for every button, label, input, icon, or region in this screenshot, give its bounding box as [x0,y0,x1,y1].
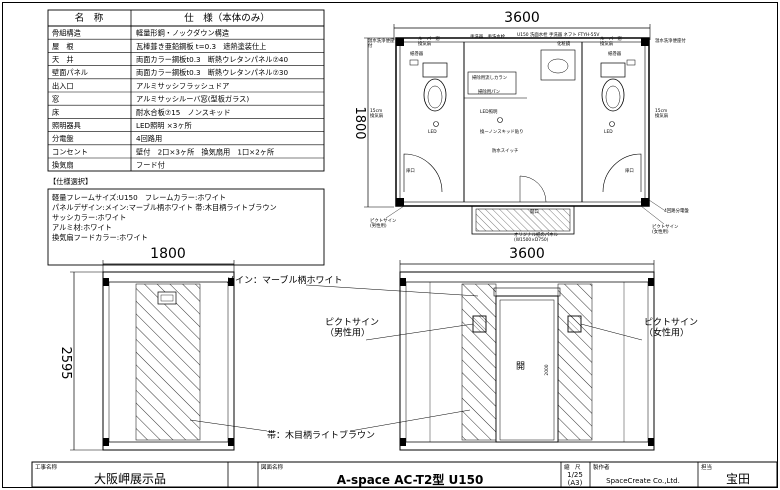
plan-label-top-center-c: 化粧鏡 [557,40,571,47]
spec-row-spec: 耐水合板⑦15 ノンスキッド [136,108,231,117]
spec-row-spec: アルミサッシルーバ窓(型板ガラス) [136,95,249,104]
selection-line: サッシカラー:ホワイト [52,213,126,222]
selection-lines: 軽量フレームサイズ:U150 フレームカラー:ホワイトパネルデザイン:メイン:マ… [52,193,277,242]
tb-company-value: SpaceCreate Co.,Ltd. [606,477,680,485]
plan-width-dim: 3600 [504,10,540,26]
spec-row-spec: 両面カラー鋼板t0.3 断熱ウレタンパネル⑦30 [136,68,288,77]
front-elevation: 3600 開 2000 メイン：マーブル柄ホワイト 帯：木目柄ライトブラウン ピ… [189,246,698,451]
plan-label-panel-board: 4回路分電盤 [664,207,689,214]
spec-row-name: 壁面パネル [52,68,88,77]
plan-view: 3600 1800 [352,10,689,243]
plan-depth-dim: 1800 [352,106,367,139]
plan-label-led-right: LED [604,129,613,135]
selection-title: 【仕様選択】 [49,177,92,186]
spec-row-spec: LED照明 ×3ヶ所 [136,121,192,130]
spec-row-name: 出入口 [52,81,74,90]
plan-label-water-fitting-left: 温水洗浄便座付 [368,37,395,49]
front-width-dim: 3600 [509,246,545,262]
spec-row-name: コンセント [52,147,88,156]
plan-label-paper-left: 紙巻器 [410,50,424,57]
plan-label-led-center: LED照明 [480,109,498,115]
title-block: 工事名称 大阪岬展示品 図面名称 A-space AC-T2型 U150 縮 尺… [31,461,778,488]
toilet-left-icon [422,62,448,112]
front-main-callout: メイン：マーブル柄ホワイト [226,274,342,286]
plan-label-louver-left: ルーバー窓換気扇 [418,35,441,47]
spec-row-name: 換気扇 [52,161,74,170]
plan-label-louver-right: ルーバー窓換気扇 [600,35,623,47]
spec-row-name: 骨組構造 [52,29,81,38]
spec-row-spec: 4回路用 [136,134,162,143]
plan-label-open: 開口 [530,209,539,215]
front-pict-female: ピクトサイン（女性用） [644,317,698,338]
front-door-height: 2000 [544,364,550,375]
spec-row-spec: 瓦棒葺き亜鉛鋼板 t=0.3 遮熱塗装仕上 [136,42,266,51]
spec-header-name: 名 称 [75,12,104,24]
selection-line: アルミ材:ホワイト [52,223,112,232]
tb-drawing-name: A-space AC-T2型 U150 [337,472,484,487]
spec-row-spec: フード付 [136,161,165,170]
plan-label-water-fitting-right: 温水洗浄便座付 [655,37,686,44]
plan-label-original-panel: オリジナル紙のパネル(W1500×D750) [514,231,559,243]
plan-label-waterproof-switch: 防水スイッチ [492,147,518,154]
spec-row-spec: 壁付 2口×3ヶ所 換気扇用 1口×2ヶ所 [136,147,274,156]
selection-line: パネルデザイン:メイン:マーブル柄ホワイト 帯:木目柄ライトブラウン [52,203,277,212]
side-height-dim: 2595 [58,346,73,379]
spec-row-name: 窓 [52,95,59,104]
tb-company-label: 製作者 [593,463,610,471]
side-elevation: 1800 2595 [58,246,235,451]
plan-label-door-right: 扉口 [625,167,634,174]
plan-label-pictsign-female: ピクトサイン(女性用) [652,224,679,235]
front-band-callout: 帯：木目柄ライトブラウン [267,429,375,441]
tb-drawing-name-label: 図面名称 [261,463,284,471]
tb-scale-label: 縮 尺 [564,463,581,471]
spec-row-name: 照明器具 [52,121,81,130]
tb-drawer-value: 宝田 [726,472,750,486]
plan-label-top-center-a: 手洗器 手洗水栓 [470,33,506,40]
selection-box: 【仕様選択】 軽量フレームサイズ:U150 フレームカラー:ホワイトパネルデザイ… [47,177,325,266]
tb-scale-value: 1/25 [567,471,583,479]
front-door-label: 開 [516,361,525,372]
plan-label-led-left: LED [428,129,437,135]
plan-label-cleaning-sink: 掃除用流しカラン [472,74,508,81]
spec-row-spec: 軽量形鋼・ノックダウン構造 [136,29,229,38]
selection-line: 換気扇フードカラー:ホワイト [52,233,148,242]
tb-drawer-label: 担当 [701,463,712,471]
plan-label-pictsign-male: ピクトサイン(男性用) [370,218,397,229]
spec-row-spec: 両面カラー鋼板t0.3 断熱ウレタンパネル⑦40 [136,55,288,64]
tb-client-value: 大阪岬展示品 [94,472,166,486]
front-pict-male: ピクトサイン（男性用） [325,317,379,338]
plan-label-paper-right: 紙巻器 [608,50,622,57]
plan-label-drain-pan: 掃除用パン [478,88,501,95]
spec-row-name: 天 井 [52,55,74,64]
tb-paper-value: (A3) [568,479,583,487]
tb-client-label: 工事名称 [35,463,58,471]
spec-row-name: 分電盤 [52,134,74,143]
spec-row-spec: アルミサッシフラッシュドア [136,81,229,90]
selection-line: 軽量フレームサイズ:U150 フレームカラー:ホワイト [52,193,226,202]
spec-row-name: 屋 根 [52,42,74,51]
spec-row-name: 床 [52,108,59,117]
plan-label-top-center-b: U150 洗面水栓 手洗器 ネフト FTYH-55V [517,31,599,38]
plan-label-cord-switch: 換ーノンスキッド貼り [480,128,524,135]
toilet-right-icon [600,62,626,112]
spec-header-spec: 仕 様（本体のみ） [184,12,270,24]
plan-label-door-left: 扉口 [406,167,415,174]
side-width-dim: 1800 [150,246,186,262]
